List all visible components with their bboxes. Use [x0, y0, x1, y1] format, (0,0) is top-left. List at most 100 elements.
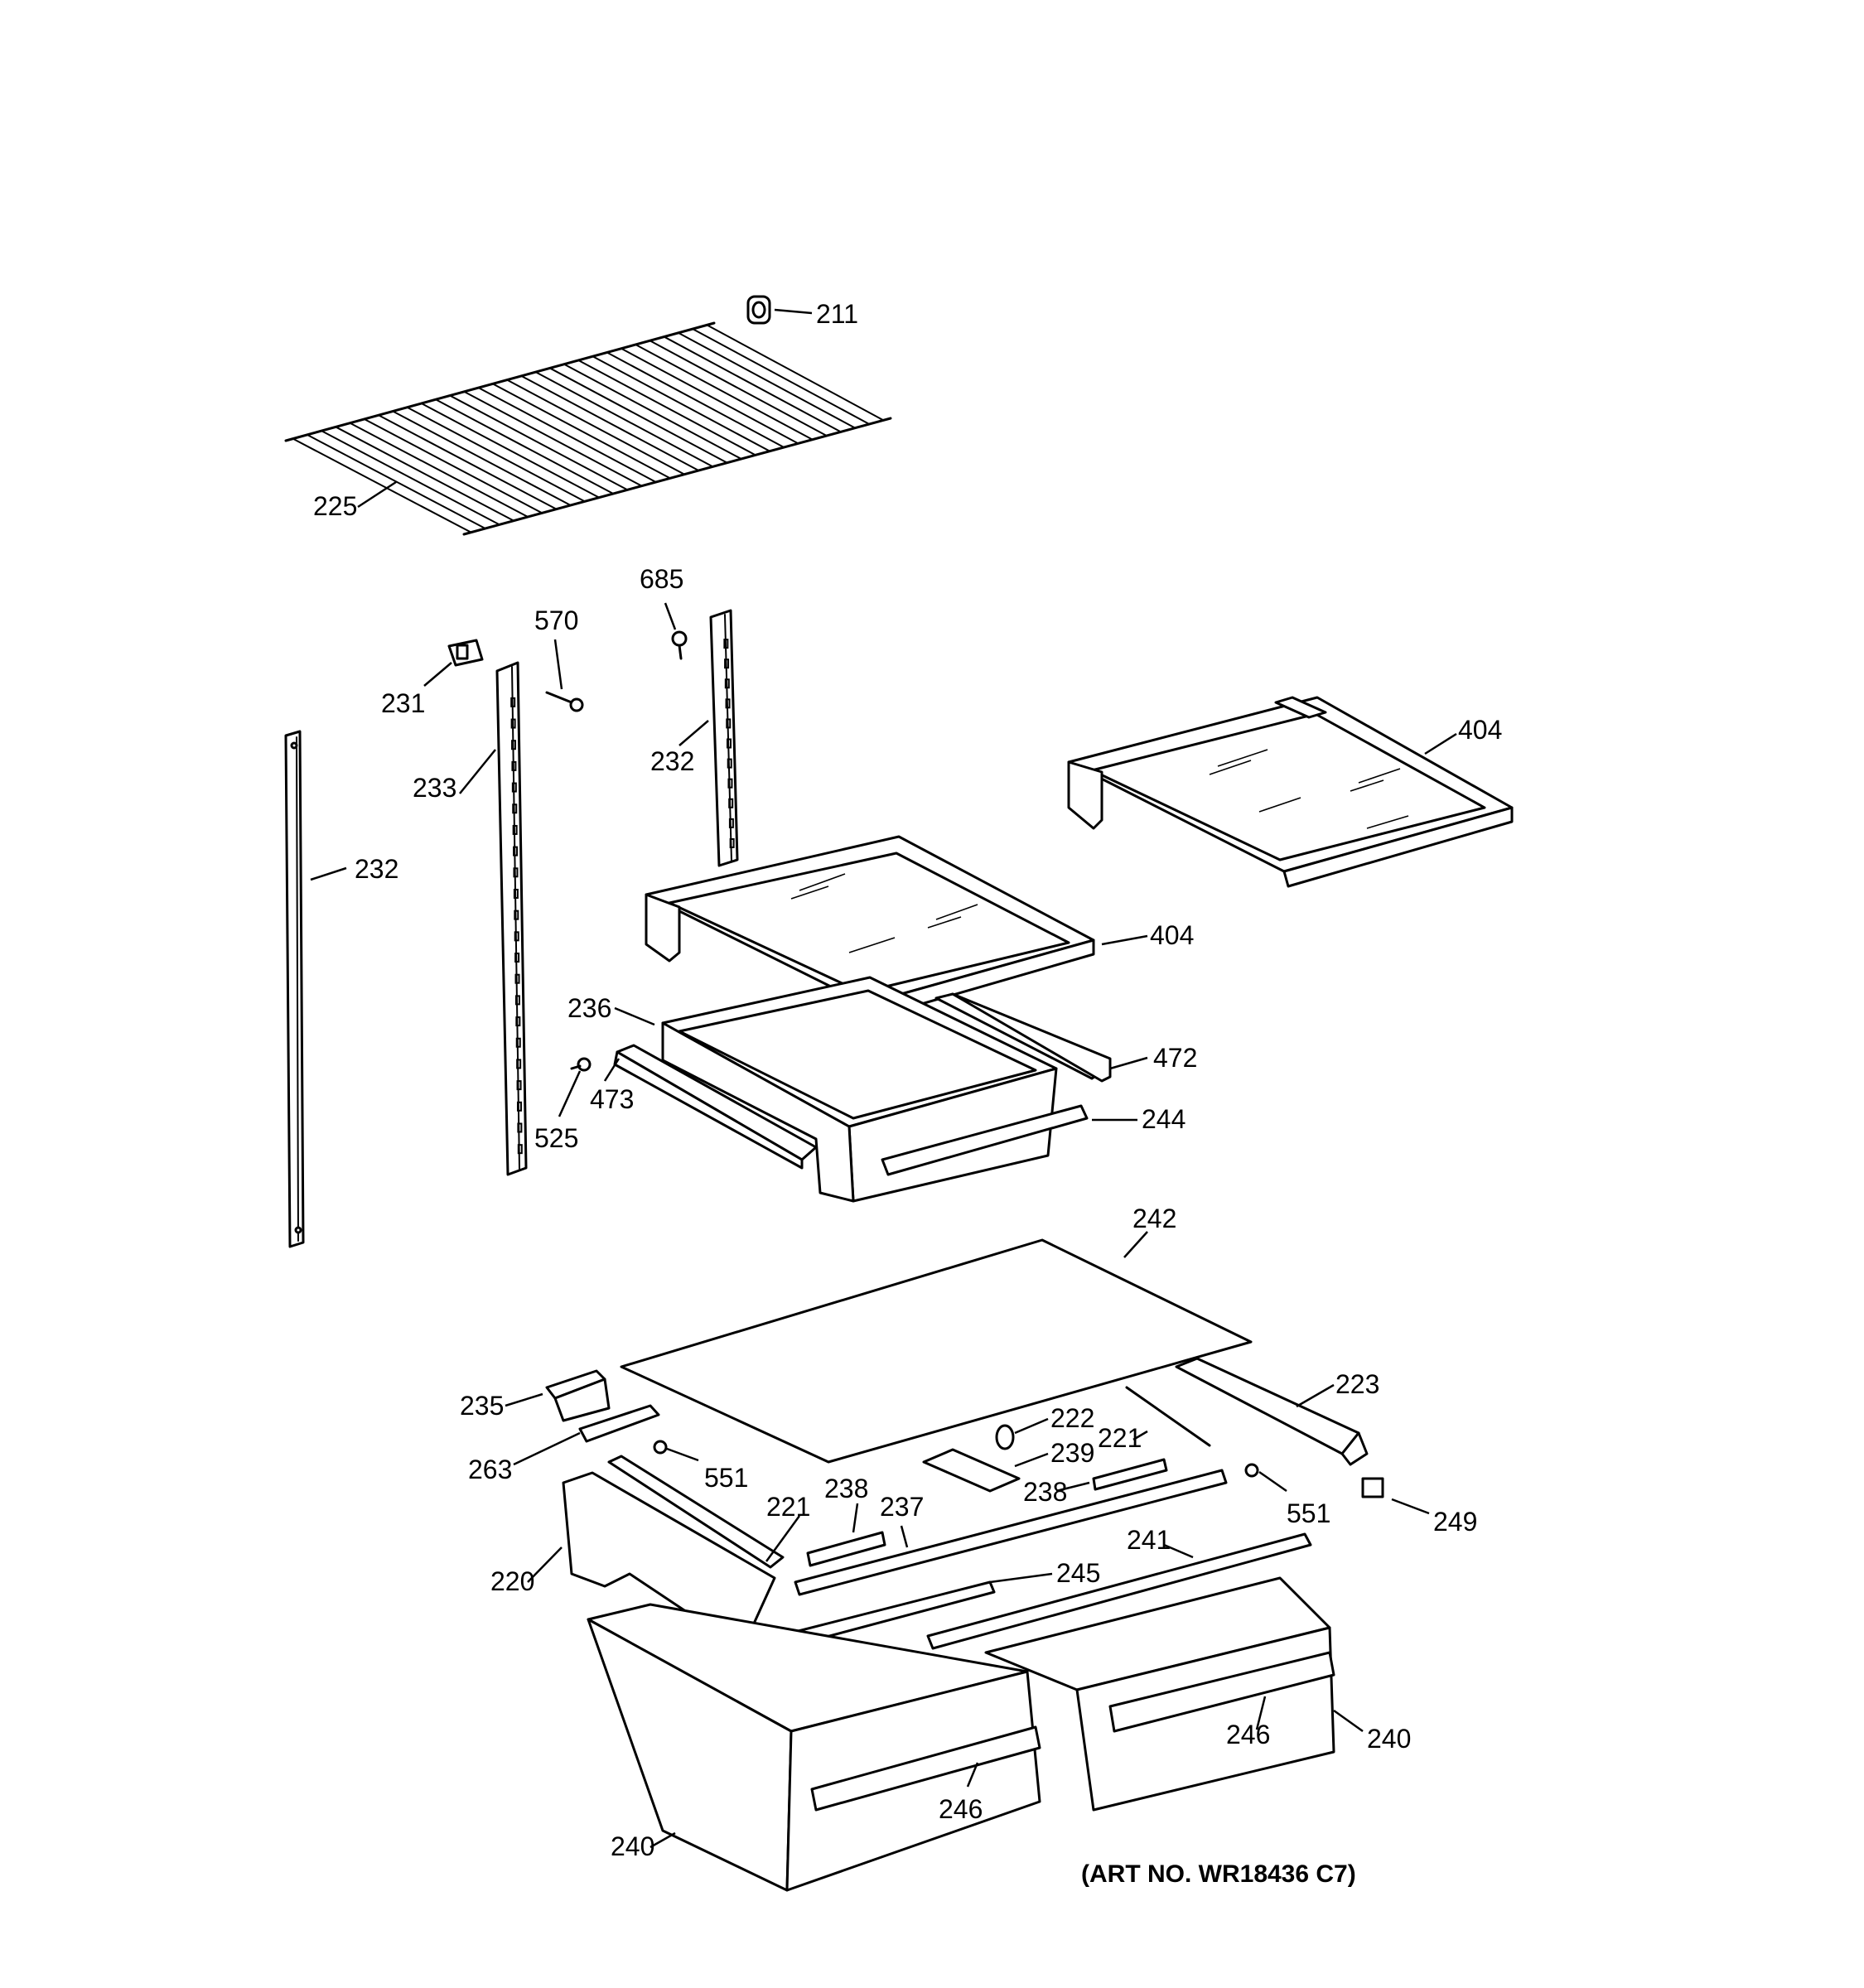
callout-244: 244 — [1142, 1104, 1186, 1134]
shelf-wire — [506, 379, 686, 475]
art-number: (ART NO. WR18436 C7) — [1081, 1860, 1356, 1888]
part-404-glass-shelf-right — [1067, 696, 1514, 888]
callout-242: 242 — [1132, 1204, 1176, 1233]
rail-slot — [512, 824, 518, 835]
rail-slot — [514, 931, 519, 942]
part-232-rail-center — [709, 609, 739, 867]
shelf-wire — [292, 437, 472, 533]
part-404-glass-shelf-center — [645, 835, 1095, 1021]
shelf-wire — [434, 398, 615, 495]
rail-slot — [727, 778, 733, 789]
rail-slot — [513, 846, 519, 856]
shelf-wire — [620, 347, 799, 445]
shelf-wire — [677, 331, 857, 429]
shelf-wire — [606, 351, 785, 448]
rail-slot — [728, 798, 734, 808]
part-570-screw — [545, 691, 584, 712]
part-241-strip — [926, 1532, 1312, 1650]
rail-slot — [724, 659, 730, 669]
part-244-handle — [881, 1104, 1089, 1176]
part-685-screw — [671, 630, 688, 660]
rail-slot — [727, 758, 732, 769]
part-232-rail-left — [284, 730, 305, 1248]
rail-slot — [513, 888, 519, 899]
part-240-drawer-left — [587, 1603, 1041, 1892]
part-525-screw — [570, 1057, 592, 1072]
shelf-wire — [406, 406, 586, 503]
callout-551-right: 551 — [1287, 1498, 1330, 1528]
callout-221-right: 221 — [1098, 1423, 1142, 1453]
callout-551-left: 551 — [704, 1463, 748, 1493]
shelf-wire — [577, 359, 756, 456]
callout-404-center: 404 — [1150, 920, 1194, 950]
shelf-wire — [663, 335, 842, 433]
leader-lines — [310, 308, 1457, 1849]
shelf-wire — [477, 387, 657, 483]
rail-slot — [511, 782, 517, 793]
callout-236: 236 — [567, 993, 611, 1023]
shelf-wire — [692, 328, 871, 425]
callout-238-right: 238 — [1023, 1477, 1067, 1507]
shelf-wire — [420, 403, 601, 499]
rail-slot — [724, 678, 730, 689]
part-223-rail — [1175, 1357, 1369, 1466]
shelf-wire — [520, 374, 700, 471]
callout-220: 220 — [490, 1566, 534, 1596]
shelf-wire — [534, 371, 714, 468]
part-233-rail — [495, 661, 528, 1176]
rail-slot — [510, 718, 516, 729]
shelf-wire — [321, 430, 500, 526]
callout-232-center: 232 — [650, 746, 694, 776]
part-237-divider — [794, 1469, 1228, 1596]
shelf-wire — [563, 363, 742, 460]
rail-slot — [725, 698, 731, 709]
part-225-wire-shelf — [284, 321, 892, 536]
rail-slot — [511, 740, 517, 750]
rail-slot — [513, 867, 519, 878]
callout-233: 233 — [413, 773, 456, 803]
callout-237: 237 — [880, 1492, 924, 1522]
rail-slot — [727, 738, 732, 749]
callout-222: 222 — [1050, 1403, 1094, 1433]
callout-245: 245 — [1056, 1558, 1100, 1588]
callout-211: 211 — [816, 299, 858, 329]
callout-239: 239 — [1050, 1438, 1094, 1468]
rail-slot — [510, 697, 516, 707]
part-551-screw-right — [1244, 1463, 1259, 1478]
part-235-bracket — [545, 1369, 611, 1422]
shelf-wire — [335, 426, 515, 522]
part-239-slide — [922, 1448, 1021, 1493]
callout-240-left: 240 — [611, 1831, 654, 1861]
rail-slot — [516, 1101, 522, 1112]
callout-263: 263 — [468, 1455, 512, 1484]
rail-slot — [515, 1037, 521, 1048]
callout-570: 570 — [534, 606, 578, 635]
shelf-wire — [548, 367, 728, 464]
callout-223: 223 — [1335, 1369, 1379, 1399]
callout-232-left: 232 — [355, 854, 398, 884]
callout-404-right: 404 — [1458, 715, 1502, 745]
part-231-clip — [447, 639, 484, 667]
shelf-wire — [592, 355, 771, 452]
callout-221-left: 221 — [766, 1492, 810, 1522]
part-551-screw-left — [653, 1440, 668, 1455]
shelf-wire — [463, 390, 643, 487]
callout-472: 472 — [1153, 1043, 1197, 1073]
rail-slot — [514, 910, 519, 920]
part-211-grommet — [746, 295, 771, 325]
callout-685: 685 — [640, 564, 683, 594]
shelf-wire — [392, 410, 572, 506]
callout-235: 235 — [460, 1391, 504, 1421]
rail-slot — [728, 818, 734, 828]
part-242-glass-cover — [620, 1238, 1253, 1464]
part-472-slide — [934, 992, 1112, 1083]
callout-labels: 211 225 685 570 231 233 232 232 404 404 … — [313, 299, 1502, 1888]
rail-slot — [729, 837, 735, 848]
shelf-wire — [306, 433, 486, 529]
shelf-wire — [378, 414, 558, 510]
part-238-label-right — [1092, 1458, 1168, 1491]
shelf-wire — [449, 394, 629, 491]
rail-slot — [514, 953, 520, 963]
part-221-rod-right — [1125, 1386, 1211, 1447]
part-222-roller — [995, 1424, 1015, 1450]
